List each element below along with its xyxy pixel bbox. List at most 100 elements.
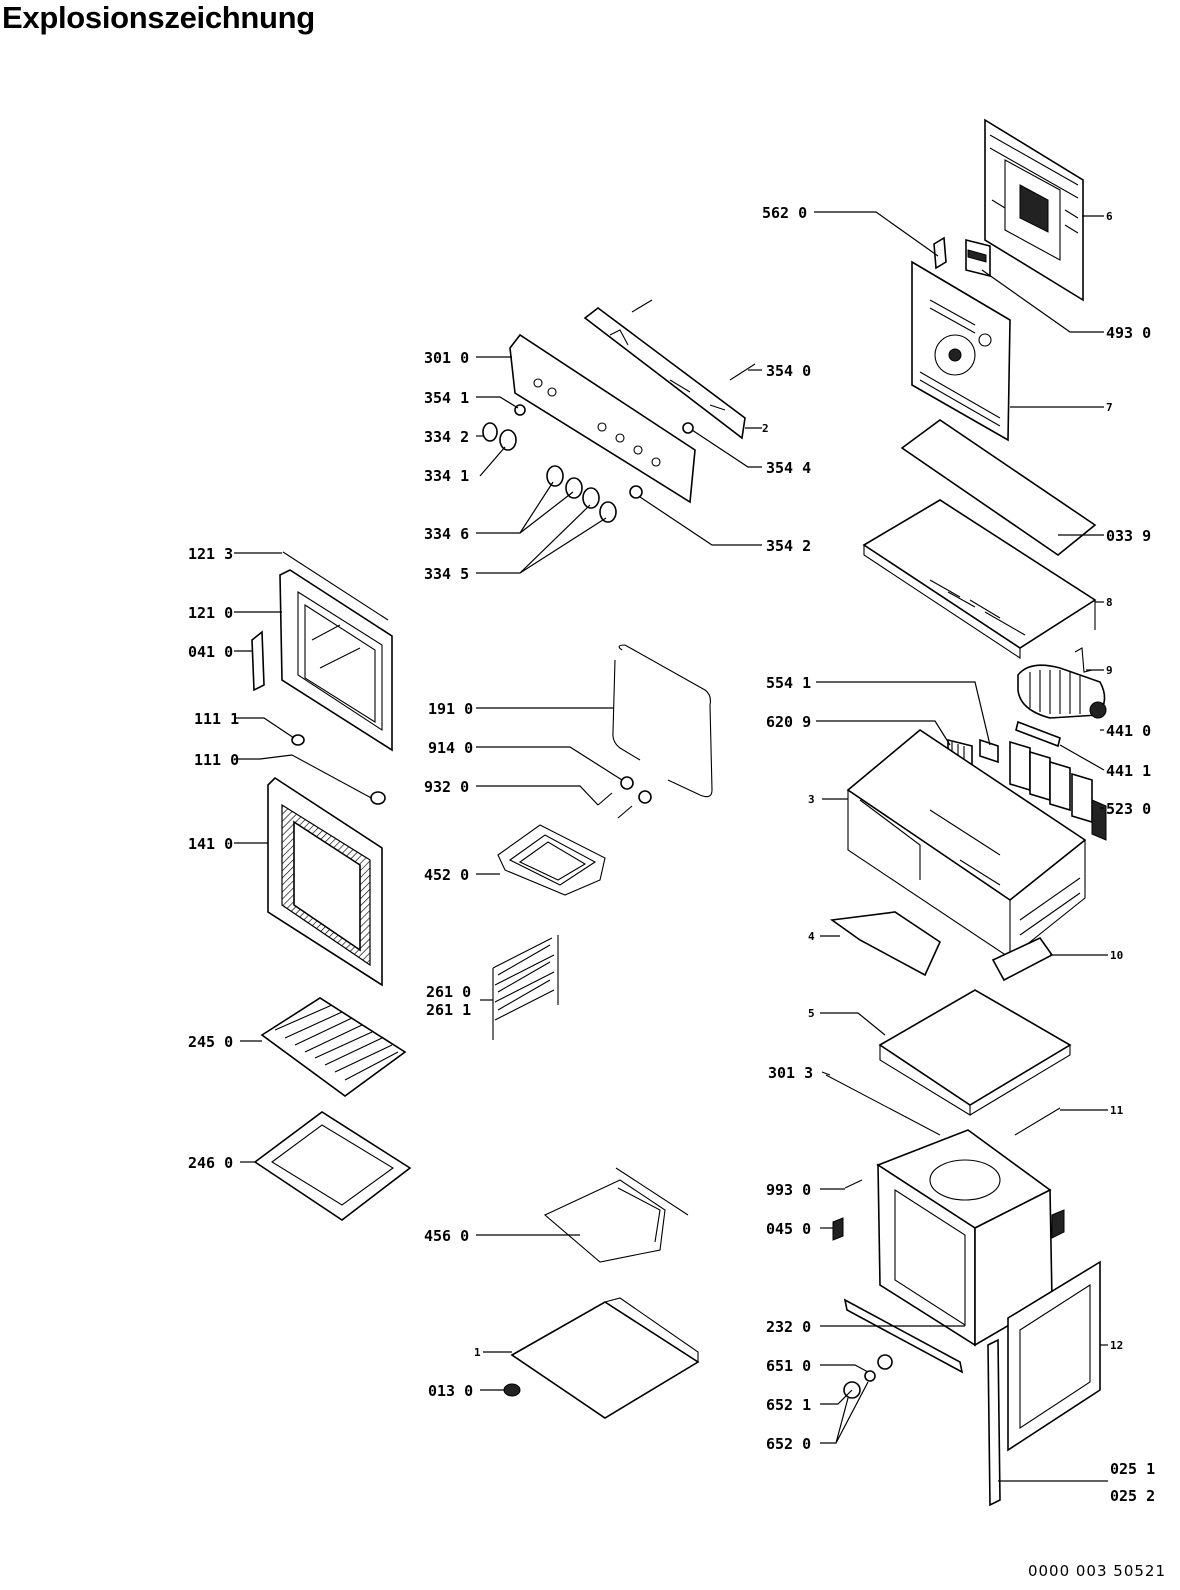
part-1110-end xyxy=(370,791,386,805)
label-9: 9 xyxy=(1106,664,1113,677)
label-1213: 121 3 xyxy=(188,545,233,563)
label-1: 1 xyxy=(474,1346,481,1359)
label-3540: 354 0 xyxy=(766,362,811,380)
label-4410: 441 0 xyxy=(1106,722,1151,740)
label-6510: 651 0 xyxy=(766,1357,811,1375)
part-3540 xyxy=(729,363,756,381)
label-9930: 993 0 xyxy=(766,1181,811,1199)
label-1410: 141 0 xyxy=(188,835,233,853)
label-4930: 493 0 xyxy=(1106,324,1151,342)
label-10: 10 xyxy=(1110,949,1123,962)
label-3541: 354 1 xyxy=(424,389,469,407)
page-title: Explosionszeichnung xyxy=(2,0,315,35)
label-6520: 652 0 xyxy=(766,1435,811,1453)
part-0339 xyxy=(900,419,1097,556)
label-2450: 245 0 xyxy=(188,1033,233,1051)
part-9930 xyxy=(844,1179,863,1189)
label-3341: 334 1 xyxy=(424,467,469,485)
part-4411 xyxy=(1015,720,1061,748)
part-hinge-rod xyxy=(987,1338,1001,1507)
label-3542: 354 2 xyxy=(766,537,811,555)
label-4520: 452 0 xyxy=(424,866,469,884)
part-11 xyxy=(1014,1107,1061,1136)
label-0450: 045 0 xyxy=(766,1220,811,1238)
label-9320: 932 0 xyxy=(424,778,469,796)
part-gasket xyxy=(612,644,713,798)
label-4: 4 xyxy=(808,930,815,943)
part-base-housing xyxy=(846,729,1087,960)
label-2460: 246 0 xyxy=(188,1154,233,1172)
label-2320: 232 0 xyxy=(766,1318,811,1336)
label-6: 6 xyxy=(1106,210,1113,223)
part-side-racks xyxy=(492,935,559,1040)
part-top-tray xyxy=(862,499,1097,660)
part-heating-element xyxy=(497,824,606,896)
label-7: 7 xyxy=(1106,401,1113,414)
part-9 xyxy=(1074,647,1093,673)
label-3: 3 xyxy=(808,793,815,806)
part-4 xyxy=(829,911,942,977)
label-3346: 334 6 xyxy=(424,525,469,543)
part-0410 xyxy=(251,630,265,692)
part-door-frame xyxy=(279,569,393,752)
part-fan-cover xyxy=(911,260,1011,442)
part-baking-tray xyxy=(253,1111,412,1221)
label-12: 12 xyxy=(1110,1339,1123,1352)
label-3345: 334 5 xyxy=(424,565,469,583)
label-3013: 301 3 xyxy=(768,1064,813,1082)
part-9140b xyxy=(638,790,652,804)
part-9140 xyxy=(620,776,634,790)
part-1110 xyxy=(291,754,376,801)
part-labels: 562 0 6 493 0 301 0 354 0 354 1 7 334 2 … xyxy=(188,204,1155,1505)
part-pin-top xyxy=(631,299,653,313)
part-3542 xyxy=(629,485,643,499)
label-1910: 191 0 xyxy=(428,700,473,718)
part-control-panel xyxy=(509,333,696,504)
label-0130: 013 0 xyxy=(428,1382,473,1400)
label-5620: 562 0 xyxy=(762,204,807,222)
part-3013 xyxy=(825,1074,941,1136)
label-3544: 354 4 xyxy=(766,459,811,477)
label-4560: 456 0 xyxy=(424,1227,469,1245)
label-2: 2 xyxy=(762,422,769,435)
label-0410: 041 0 xyxy=(188,643,233,661)
part-control-backplate xyxy=(583,306,746,440)
label-0252: 025 2 xyxy=(1110,1487,1155,1505)
part-grill-element xyxy=(543,1167,689,1263)
part-12 xyxy=(1007,1260,1101,1452)
label-1210: 121 0 xyxy=(188,604,233,622)
label-9140: 914 0 xyxy=(428,739,473,757)
label-3342: 334 2 xyxy=(424,428,469,446)
label-0339: 033 9 xyxy=(1106,527,1151,545)
label-6209: 620 9 xyxy=(766,713,811,731)
label-5230: 523 0 xyxy=(1106,800,1151,818)
part-1 xyxy=(510,1297,700,1419)
label-3010: 301 0 xyxy=(424,349,469,367)
part-door-glass xyxy=(267,776,383,987)
label-11: 11 xyxy=(1110,1104,1124,1117)
leader-lines xyxy=(234,211,1108,1482)
part-10 xyxy=(991,936,1054,982)
label-6521: 652 1 xyxy=(766,1396,811,1414)
part-2320 xyxy=(843,1298,964,1374)
label-8: 8 xyxy=(1106,596,1113,609)
label-1111: 111 1 xyxy=(194,710,239,728)
label-5541: 554 1 xyxy=(766,674,811,692)
part-fan-motor xyxy=(1017,664,1107,719)
part-knobs xyxy=(482,422,617,523)
part-9320 xyxy=(597,792,633,819)
label-2610: 261 0 xyxy=(426,983,471,1001)
part-wire-shelf xyxy=(260,997,407,1097)
part-5 xyxy=(878,989,1072,1116)
label-4411: 441 1 xyxy=(1106,762,1151,780)
part-0130 xyxy=(503,1383,521,1397)
label-5: 5 xyxy=(808,1007,815,1020)
document-number: 0000 003 50521 xyxy=(1027,1562,1166,1580)
part-0450 xyxy=(832,1217,844,1241)
label-0251: 025 1 xyxy=(1110,1460,1155,1478)
part-rear-panel xyxy=(984,118,1084,302)
label-1110: 111 0 xyxy=(194,751,239,769)
part-5620 xyxy=(933,236,947,270)
part-1111 xyxy=(291,734,305,746)
